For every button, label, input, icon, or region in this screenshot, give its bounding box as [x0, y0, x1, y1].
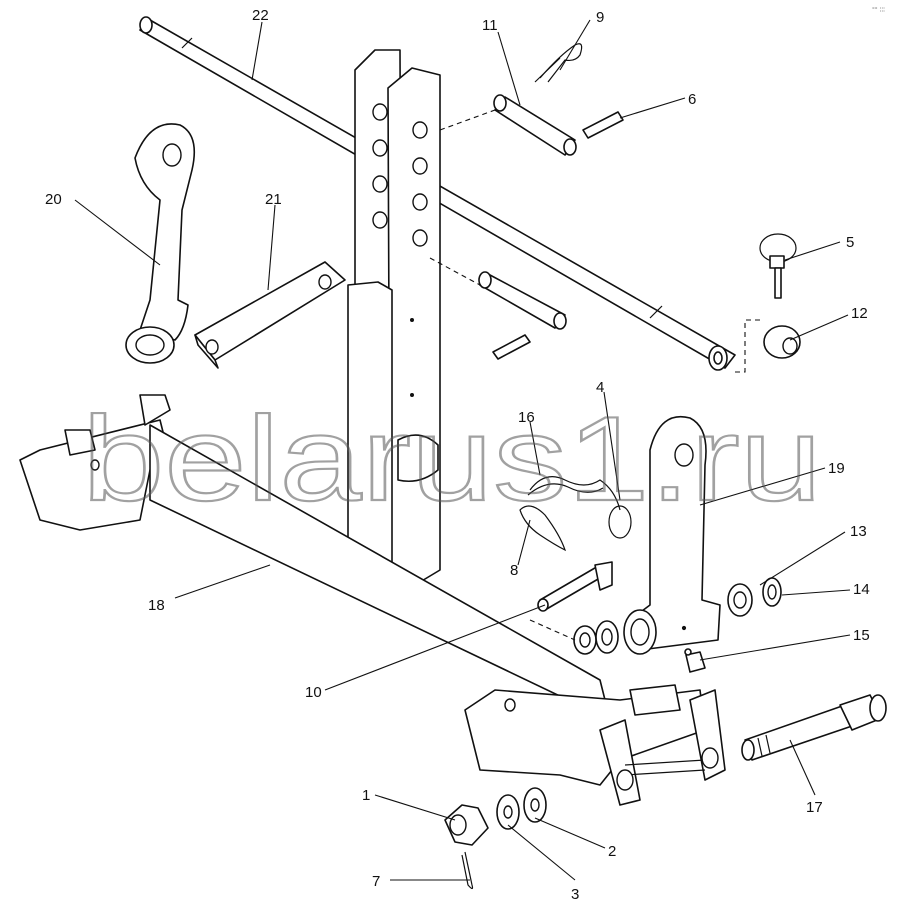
part-lower-pin	[429, 257, 567, 360]
callout-19: 19	[828, 460, 845, 477]
corner-mark: °° ∶∶∶	[872, 6, 885, 14]
callout-13: 13	[850, 523, 867, 540]
callout-14: 14	[853, 581, 870, 598]
callout-6: 6	[688, 91, 696, 108]
part-21-link	[194, 261, 346, 369]
part-10-l-pin	[537, 561, 613, 612]
part-6-cotter	[582, 111, 624, 139]
part-bearings-pair	[529, 619, 619, 655]
part-19-arm	[623, 416, 721, 655]
leader-lines	[74, 19, 851, 881]
part-7-cotter-pin	[461, 851, 474, 890]
upright-holes-right	[412, 121, 428, 247]
callout-10: 10	[305, 684, 322, 701]
part-upright-frame	[347, 49, 441, 611]
part-15-nipple	[684, 648, 706, 673]
callout-18: 18	[148, 597, 165, 614]
callout-4: 4	[596, 379, 604, 396]
callout-17: 17	[806, 799, 823, 816]
callout-21: 21	[265, 191, 282, 208]
callout-22: 22	[252, 7, 269, 24]
upright-holes-left	[372, 103, 388, 229]
callout-5: 5	[846, 234, 854, 251]
part-5-ring-pin	[759, 233, 797, 299]
part-18-lower-frame	[19, 394, 726, 806]
part-8-clip	[519, 505, 567, 552]
part-20-arm	[125, 123, 196, 364]
part-17-bolt	[741, 694, 887, 761]
part-14-ring	[762, 577, 782, 607]
part-16-chain	[527, 476, 621, 511]
callout-1: 1	[362, 787, 370, 804]
part-13-bearing	[727, 583, 753, 617]
callout-8: 8	[510, 562, 518, 579]
callout-3: 3	[571, 886, 579, 903]
callout-12: 12	[851, 305, 868, 322]
part-12-collar	[735, 319, 801, 373]
part-3-washer	[496, 794, 520, 830]
callout-2: 2	[608, 843, 616, 860]
part-4-ring	[608, 505, 632, 539]
callout-11: 11	[482, 17, 498, 34]
watermark-text: belarus1.ru	[82, 392, 822, 526]
callout-labels: 22 11 9 6 20 21 5 12 4 16 19 8 13 14 15 …	[45, 7, 870, 903]
callout-20: 20	[45, 191, 62, 208]
part-1-nut	[444, 804, 489, 846]
callout-15: 15	[853, 627, 870, 644]
part-11-pin	[439, 94, 577, 156]
callout-7: 7	[372, 873, 380, 890]
part-9-clip	[534, 43, 583, 83]
callout-9: 9	[596, 9, 604, 26]
part-2-washer	[523, 787, 547, 823]
callout-16: 16	[518, 409, 535, 426]
